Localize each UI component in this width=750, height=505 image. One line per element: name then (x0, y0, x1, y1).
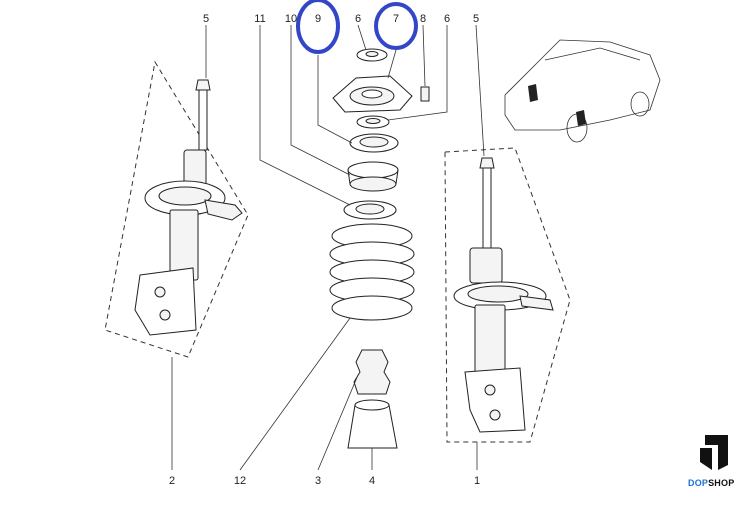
callout-5-right: 5 (473, 13, 479, 25)
right-spring-seat-inner (467, 285, 529, 303)
part-8-stud (420, 86, 430, 102)
callout-labels: 5 11 10 9 6 7 8 6 5 2 12 3 4 1 (169, 13, 480, 487)
left-top-nut (195, 79, 211, 91)
car-strut-highlight-right (576, 110, 586, 126)
highlight-circle-part-7 (374, 2, 418, 50)
car-strut-highlight-left (528, 84, 538, 102)
right-top-nut (479, 157, 495, 169)
left-assembly-boundary (104, 60, 249, 358)
callout-12: 12 (234, 475, 246, 487)
right-strut-assembly (444, 147, 571, 443)
part-10-seat-bottom (349, 176, 397, 192)
right-knuckle-mount (464, 367, 526, 433)
right-mount-bolt-hole-bottom (489, 409, 501, 421)
leader-9 (317, 55, 353, 144)
callout-8: 8 (420, 13, 426, 25)
car-body-outline (504, 39, 661, 131)
left-mount-bolt-hole-bottom (159, 309, 171, 321)
part-10-seat-top (347, 161, 399, 179)
leader-11 (259, 25, 351, 206)
right-assembly-boundary (444, 147, 571, 443)
part-12-coil-spring (329, 223, 415, 321)
callout-2: 2 (169, 475, 175, 487)
leader-6-top (357, 24, 367, 51)
left-spring-seat-inner (158, 186, 212, 206)
brand-wordmark-dop: DOP (688, 478, 709, 488)
callout-7: 7 (393, 13, 399, 25)
part-7-top-mount-hole (361, 89, 383, 99)
leader-6-right (387, 25, 448, 121)
leader-10 (290, 25, 351, 176)
dopshop-logo-icon (700, 435, 728, 470)
callout-6-top: 6 (355, 13, 361, 25)
leader-lines (171, 24, 485, 471)
right-stabilizer-bracket (519, 295, 554, 311)
leader-7 (387, 49, 397, 79)
right-piston-rod (482, 167, 492, 249)
car-roof-line (544, 47, 641, 61)
part-4-dust-boot (347, 404, 398, 449)
right-mount-bolt-hole-top (484, 384, 496, 396)
part-4-dust-boot-top (354, 399, 390, 411)
callout-4: 4 (369, 475, 375, 487)
leader-3 (317, 374, 359, 471)
leader-8 (422, 24, 426, 87)
logo-mark-left (700, 448, 712, 470)
right-strut-upper (469, 247, 503, 284)
spring-coil-5 (331, 295, 413, 321)
callout-9: 9 (315, 13, 321, 25)
left-mount-bolt-hole-top (154, 286, 166, 298)
leader-12 (239, 317, 351, 471)
part-3-bump-stop (353, 349, 391, 395)
part-6-lower-washer-hole (365, 118, 381, 124)
callout-10: 10 (285, 13, 297, 25)
left-stabilizer-bracket (204, 199, 243, 221)
callout-1: 1 (474, 475, 480, 487)
highlight-circle-part-9 (296, 0, 340, 54)
callout-5-left: 5 (203, 13, 209, 25)
center-exploded-parts (329, 48, 430, 449)
part-6-top-washer-hole (365, 51, 379, 57)
logo-mark-right (705, 435, 728, 470)
part-11-insulator-hole (355, 203, 385, 215)
left-strut-assembly (104, 60, 249, 358)
car-rear-wheel (630, 91, 650, 117)
right-strut-tube (474, 304, 506, 376)
brand-wordmark-shop: SHOP (708, 478, 735, 488)
callout-11: 11 (254, 13, 265, 25)
left-knuckle-mount (134, 267, 197, 336)
left-piston-rod (198, 89, 208, 151)
brand-wordmark: DOPSHOP (688, 478, 734, 488)
car-location-thumbnail (504, 39, 661, 143)
part-9-bearing-inner (359, 136, 389, 148)
leader-5-right (475, 24, 485, 157)
callout-3: 3 (315, 475, 321, 487)
callout-6-right: 6 (444, 13, 450, 25)
